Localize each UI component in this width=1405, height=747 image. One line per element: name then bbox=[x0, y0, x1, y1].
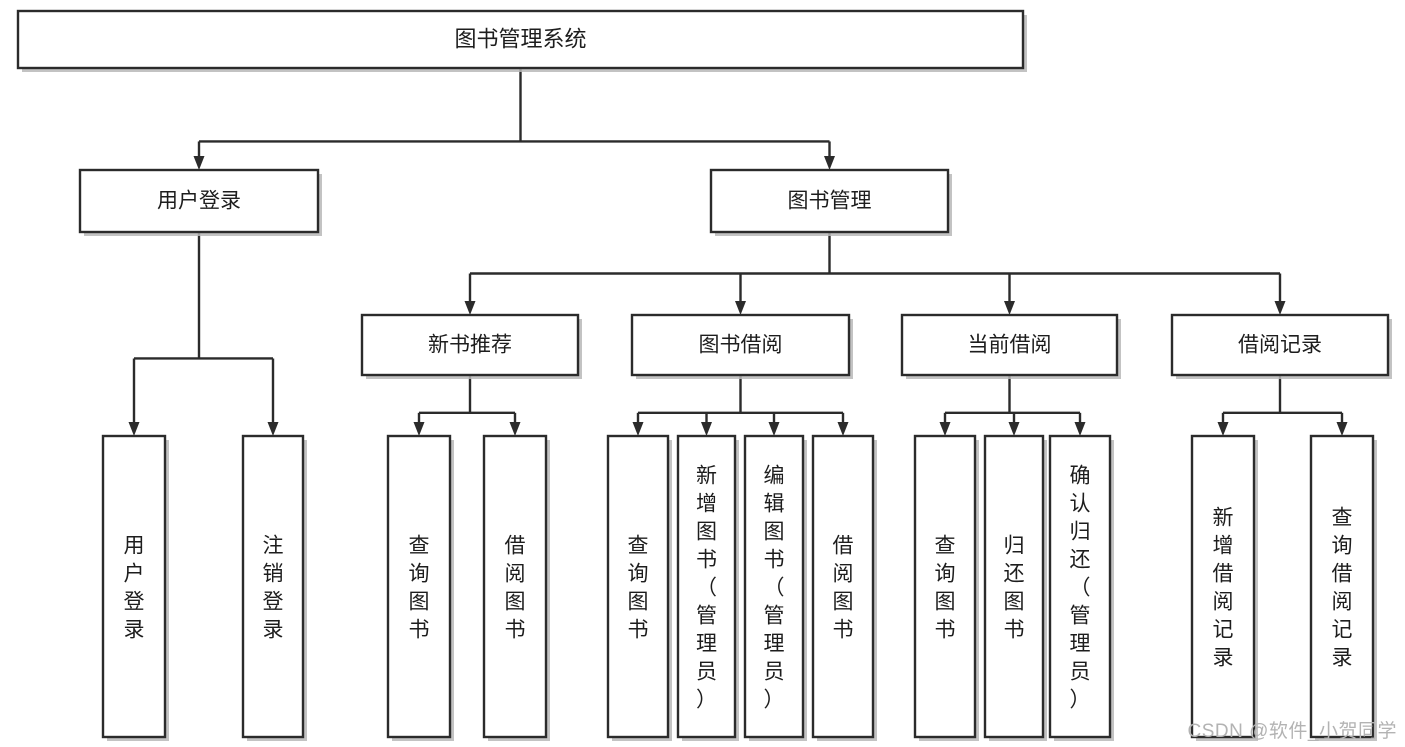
node-book-manage[interactable]: 图书管理 bbox=[709, 168, 952, 236]
node-leaf-query-book-3[interactable]: 查询图书 bbox=[913, 434, 979, 741]
connector-group-book-borrow bbox=[632, 375, 849, 436]
node-rect[interactable] bbox=[78, 168, 320, 234]
connector-group-borrow-record bbox=[1217, 375, 1348, 436]
node-leaf-query-book-1[interactable]: 查询图书 bbox=[386, 434, 454, 741]
node-rect[interactable] bbox=[360, 313, 580, 377]
node-rect[interactable] bbox=[16, 9, 1025, 70]
node-label: 新书推荐 bbox=[428, 334, 512, 357]
node-rect[interactable] bbox=[606, 434, 670, 739]
node-leaf-borrow-book-1[interactable]: 借阅图书 bbox=[482, 434, 550, 741]
node-layer: 图书管理系统用户登录图书管理新书推荐图书借阅当前借阅借阅记录用户登录注销登录查询… bbox=[16, 9, 1392, 741]
node-label: 归还图书 bbox=[1004, 534, 1025, 641]
arrow-head-icon bbox=[768, 422, 780, 436]
node-label: 借阅记录 bbox=[1238, 334, 1322, 357]
connector-group-root bbox=[193, 68, 835, 170]
connector-layer bbox=[128, 68, 1348, 436]
node-rect[interactable] bbox=[676, 434, 737, 739]
node-borrow-record[interactable]: 借阅记录 bbox=[1170, 313, 1392, 379]
node-leaf-confirm-return[interactable]: 确认归还（管理员） bbox=[1048, 434, 1114, 741]
arrow-head-icon bbox=[939, 422, 951, 436]
arrow-head-icon bbox=[1217, 422, 1229, 436]
node-rect[interactable] bbox=[482, 434, 548, 739]
arrow-head-icon bbox=[632, 422, 644, 436]
node-leaf-add-record[interactable]: 新增借阅记录 bbox=[1190, 434, 1258, 741]
watermark-label: CSDN @软件_小贺同学 bbox=[1187, 721, 1397, 742]
node-label: 编辑图书（管理员） bbox=[764, 464, 785, 711]
arrow-head-icon bbox=[1274, 301, 1286, 315]
connector-group-new-book-rec bbox=[413, 375, 521, 436]
arrow-head-icon bbox=[1336, 422, 1348, 436]
node-leaf-query-book-2[interactable]: 查询图书 bbox=[606, 434, 672, 741]
node-leaf-user-login[interactable]: 用户登录 bbox=[101, 434, 169, 741]
node-label: 用户登录 bbox=[157, 190, 241, 213]
node-rect[interactable] bbox=[743, 434, 805, 739]
node-rect[interactable] bbox=[811, 434, 875, 739]
node-rect[interactable] bbox=[913, 434, 977, 739]
arrow-head-icon bbox=[1004, 301, 1015, 315]
arrow-head-icon bbox=[509, 422, 521, 436]
arrow-head-icon bbox=[1008, 422, 1020, 436]
node-label: 图书管理 bbox=[788, 190, 872, 213]
node-leaf-return-book[interactable]: 归还图书 bbox=[983, 434, 1047, 741]
node-leaf-query-record[interactable]: 查询借阅记录 bbox=[1309, 434, 1377, 741]
node-rect[interactable] bbox=[900, 313, 1119, 377]
node-label: 查询图书 bbox=[409, 534, 430, 641]
node-leaf-edit-book[interactable]: 编辑图书（管理员） bbox=[743, 434, 807, 741]
node-rect[interactable] bbox=[1190, 434, 1256, 739]
node-label: 借阅图书 bbox=[505, 534, 526, 641]
arrow-head-icon bbox=[735, 301, 746, 315]
node-rect[interactable] bbox=[1170, 313, 1390, 377]
node-label: 查询图书 bbox=[935, 534, 956, 641]
arrow-head-icon bbox=[128, 422, 140, 436]
node-label: 用户登录 bbox=[124, 534, 145, 641]
node-label: 当前借阅 bbox=[968, 334, 1052, 357]
arrow-head-icon bbox=[413, 422, 425, 436]
node-rect[interactable] bbox=[386, 434, 452, 739]
node-new-book-rec[interactable]: 新书推荐 bbox=[360, 313, 582, 379]
connector-group-book-manage bbox=[464, 232, 1286, 315]
node-label: 新增图书（管理员） bbox=[696, 464, 717, 711]
node-leaf-logout[interactable]: 注销登录 bbox=[241, 434, 307, 741]
node-rect[interactable] bbox=[1309, 434, 1375, 739]
node-label: 图书借阅 bbox=[699, 334, 783, 357]
node-label: 借阅图书 bbox=[833, 534, 854, 641]
node-label: 查询图书 bbox=[628, 534, 649, 641]
node-label: 查询借阅记录 bbox=[1332, 506, 1353, 669]
connector-group-user-login bbox=[128, 232, 279, 436]
arrow-head-icon bbox=[824, 156, 835, 170]
node-rect[interactable] bbox=[983, 434, 1045, 739]
arrow-head-icon bbox=[701, 422, 712, 436]
node-rect[interactable] bbox=[241, 434, 305, 739]
arrow-head-icon bbox=[267, 422, 279, 436]
node-rect[interactable] bbox=[101, 434, 167, 739]
node-book-borrow[interactable]: 图书借阅 bbox=[630, 313, 853, 379]
node-current-borrow[interactable]: 当前借阅 bbox=[900, 313, 1121, 379]
node-leaf-borrow-book-2[interactable]: 借阅图书 bbox=[811, 434, 877, 741]
node-label: 确认归还（管理员） bbox=[1070, 464, 1091, 711]
node-label: 图书管理系统 bbox=[454, 26, 586, 51]
node-leaf-add-book[interactable]: 新增图书（管理员） bbox=[676, 434, 739, 741]
arrow-head-icon bbox=[1074, 422, 1086, 436]
node-rect[interactable] bbox=[709, 168, 950, 234]
node-rect[interactable] bbox=[1048, 434, 1112, 739]
arrow-head-icon bbox=[837, 422, 849, 436]
node-label: 新增借阅记录 bbox=[1213, 506, 1234, 669]
connector-group-current-borrow bbox=[939, 375, 1086, 436]
arrow-head-icon bbox=[464, 301, 476, 315]
node-root-图书管理系统[interactable]: 图书管理系统 bbox=[16, 9, 1027, 72]
node-user-login[interactable]: 用户登录 bbox=[78, 168, 322, 236]
node-rect[interactable] bbox=[630, 313, 851, 377]
arrow-head-icon bbox=[193, 156, 205, 170]
node-label: 注销登录 bbox=[263, 534, 284, 641]
